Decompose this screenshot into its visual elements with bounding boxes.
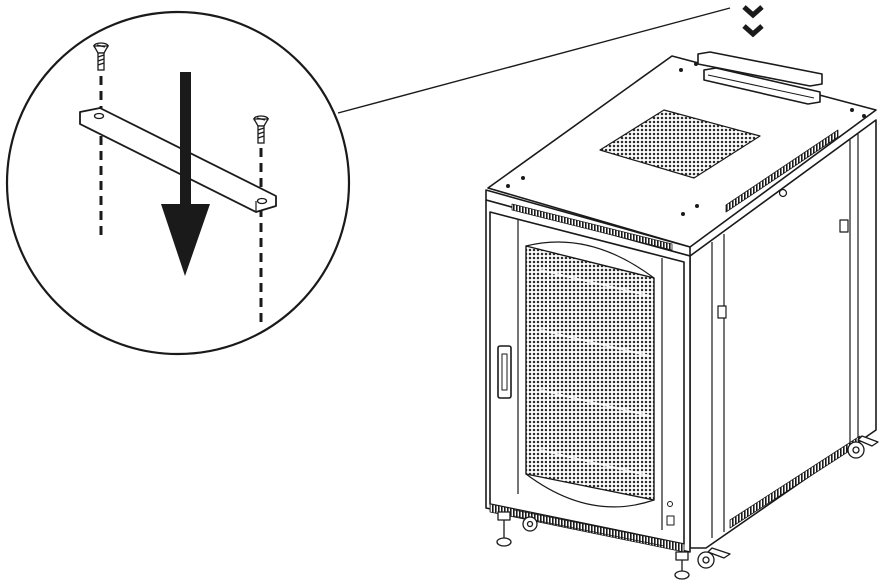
server-rack-cabinet-icon bbox=[485, 51, 879, 580]
top-vent-mesh bbox=[599, 109, 761, 179]
callout-leader-line bbox=[337, 7, 731, 114]
top-cover-plate bbox=[697, 51, 823, 105]
double-chevron-down-icon bbox=[742, 5, 764, 38]
top-holes bbox=[506, 62, 866, 216]
cover-plate bbox=[79, 107, 277, 213]
magnifier-circle-icon bbox=[5, 10, 351, 356]
screw-left bbox=[92, 42, 110, 71]
screw-icon bbox=[92, 42, 270, 144]
door-handle bbox=[497, 345, 512, 399]
caster-wheels bbox=[496, 435, 879, 580]
screw-right bbox=[252, 115, 270, 144]
down-arrow-icon bbox=[161, 72, 210, 276]
